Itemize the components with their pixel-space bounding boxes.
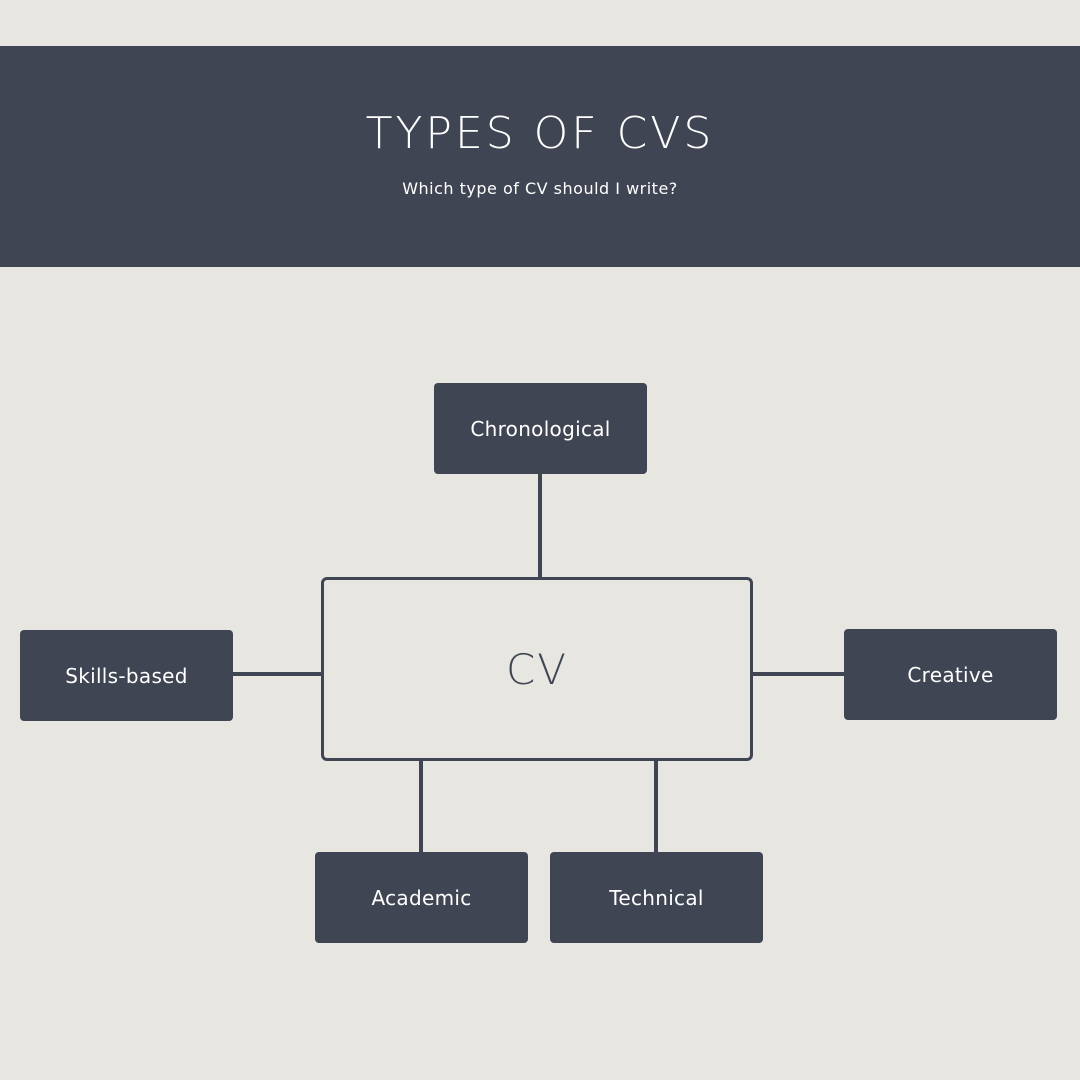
node-chronological: Chronological <box>434 383 647 474</box>
diagram-center-node: CV <box>321 577 753 761</box>
page-subtitle: Which type of CV should I write? <box>402 179 678 198</box>
connector-bottom-right <box>654 757 658 853</box>
node-creative: Creative <box>844 629 1057 720</box>
page-title: TYPES OF CVS <box>365 108 715 159</box>
connector-top <box>538 473 542 579</box>
header-banner <box>0 46 1080 267</box>
connector-bottom-left <box>419 757 423 853</box>
center-node-label: CV <box>505 644 569 694</box>
node-academic: Academic <box>315 852 528 943</box>
node-label: Skills-based <box>65 663 188 688</box>
connector-right <box>750 672 844 676</box>
node-label: Creative <box>907 662 994 687</box>
node-label: Academic <box>371 885 472 910</box>
node-technical: Technical <box>550 852 763 943</box>
node-label: Chronological <box>470 416 611 441</box>
connector-left <box>233 672 323 676</box>
node-skills-based: Skills-based <box>20 630 233 721</box>
node-label: Technical <box>609 885 704 910</box>
